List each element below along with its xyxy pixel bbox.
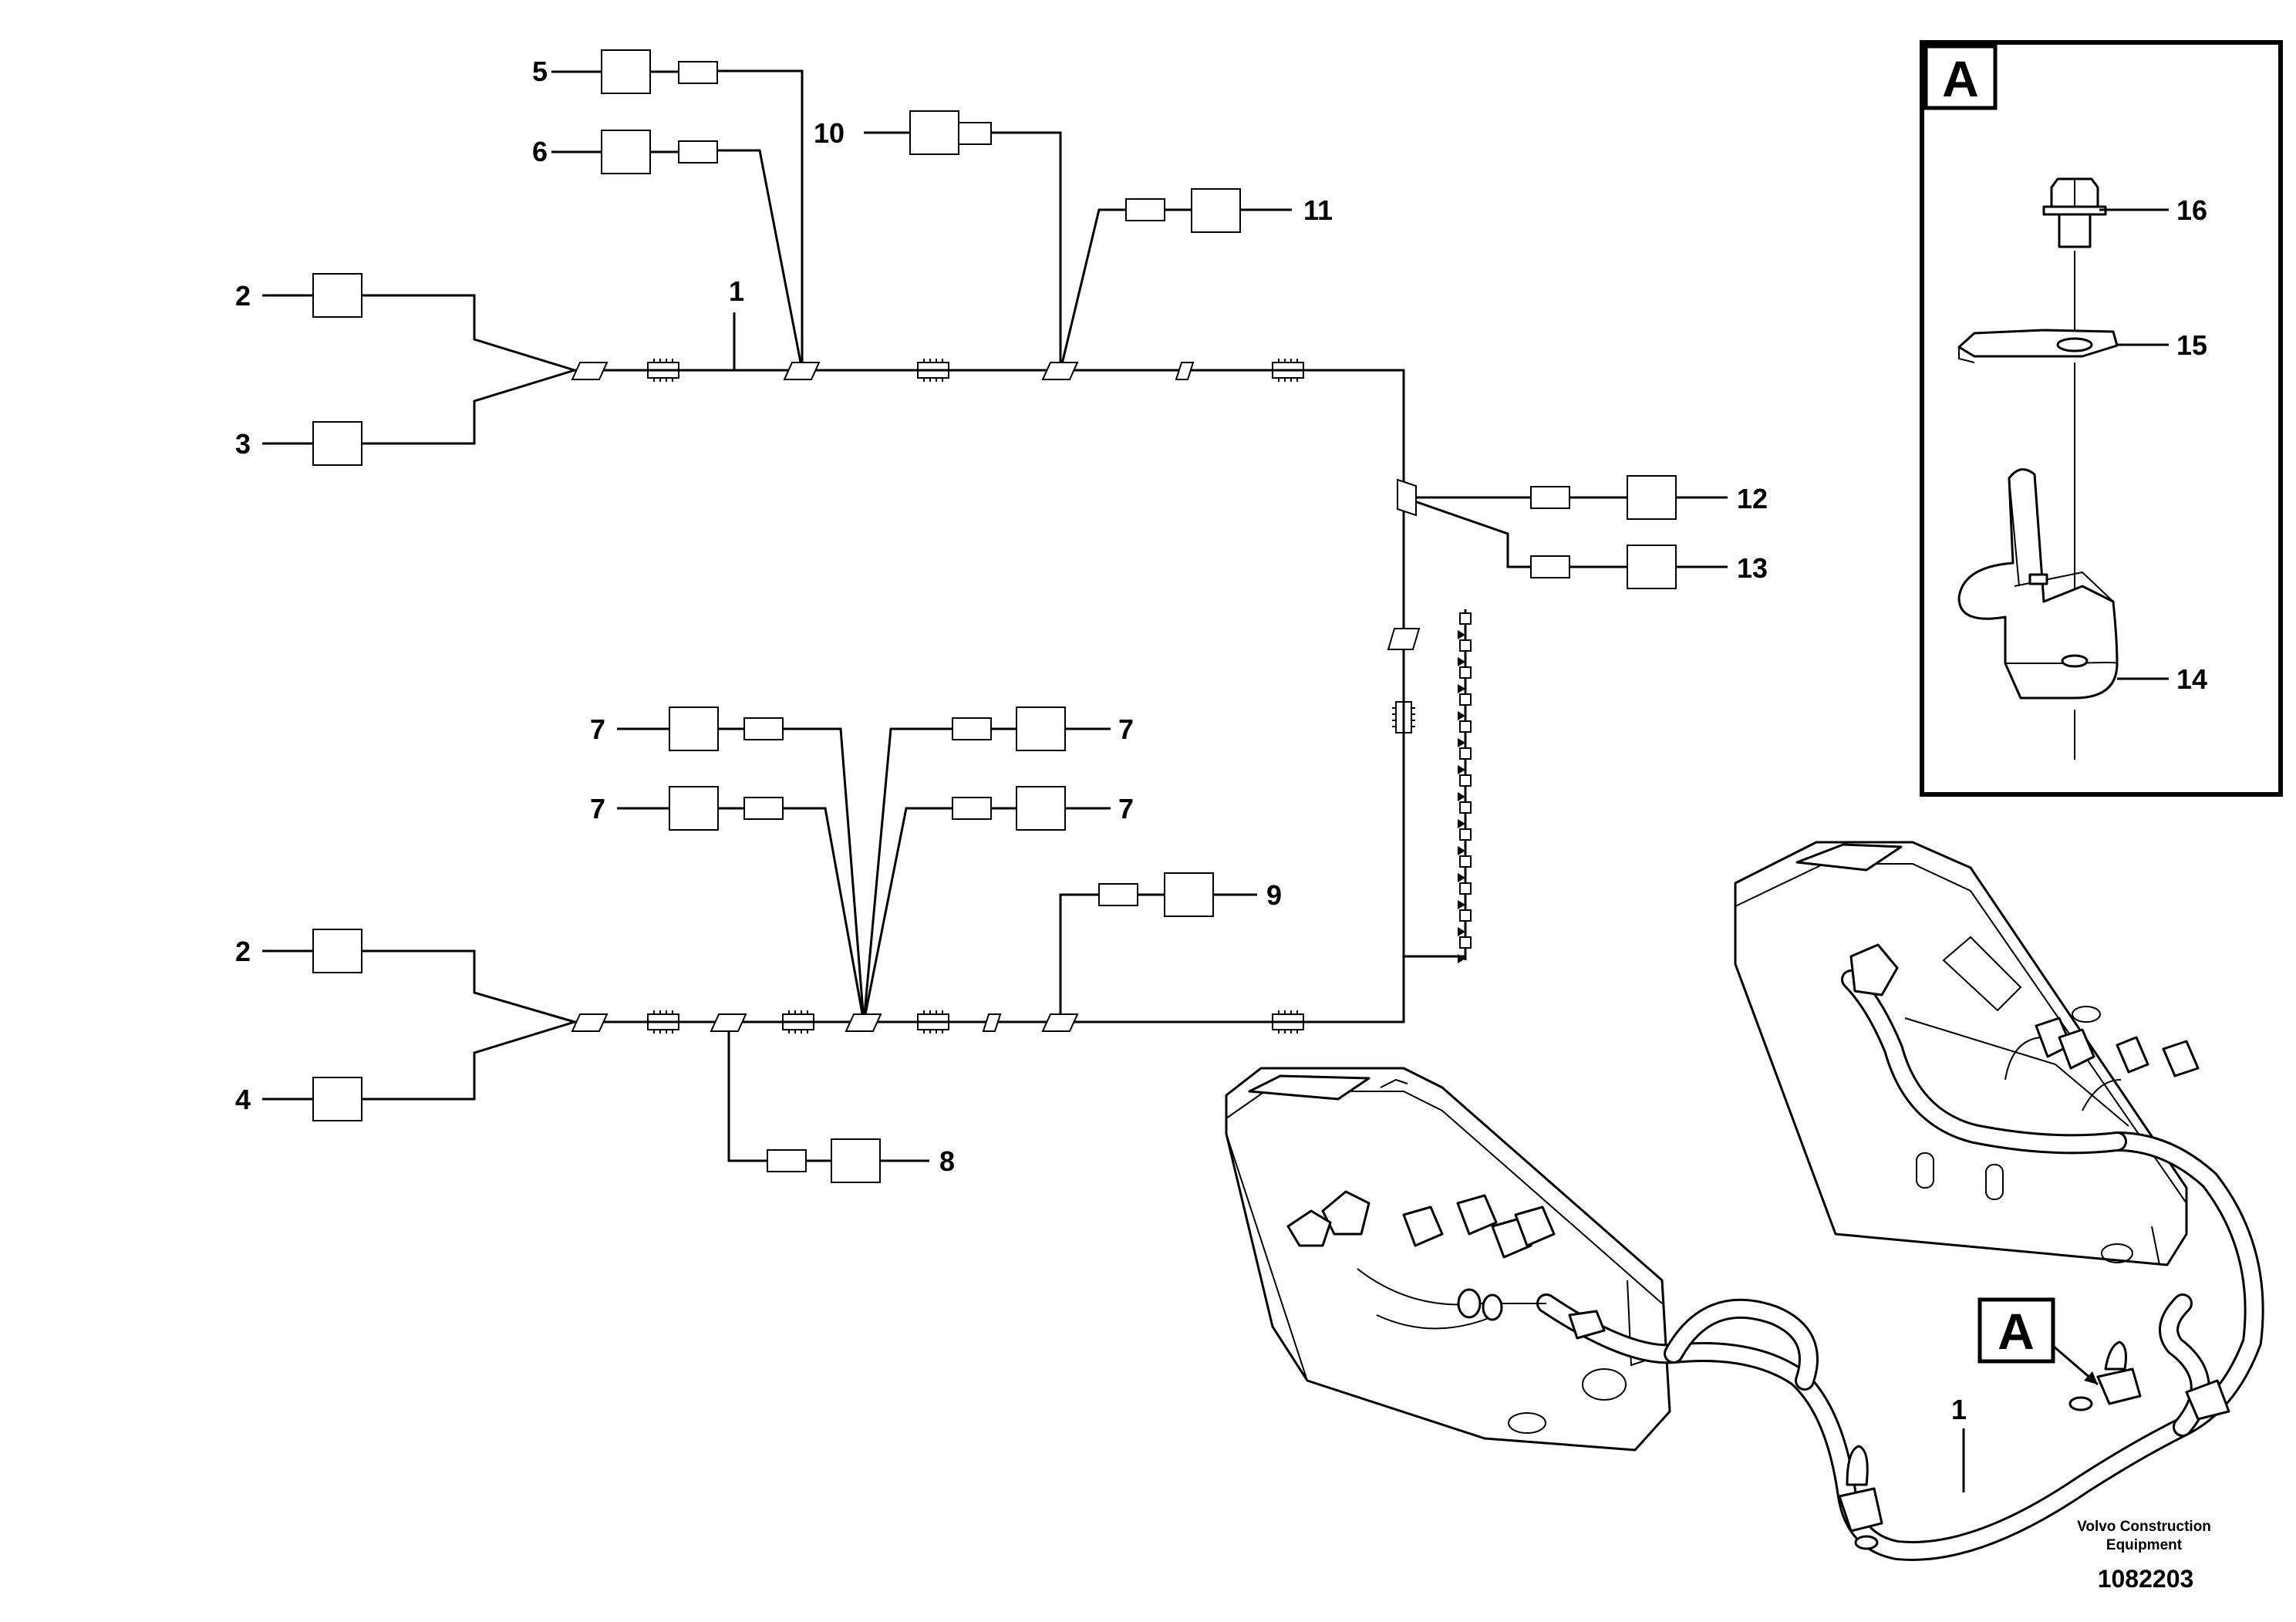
label-7-c: 7 — [1118, 713, 1134, 745]
schematic-top-branch — [262, 49, 1728, 1023]
label-7-d: 7 — [1118, 793, 1134, 824]
terminal-arrow — [1458, 738, 1465, 747]
terminal-strip — [1458, 609, 1472, 963]
label-8: 8 — [939, 1145, 955, 1177]
detail-a-panel: A 16 15 14 — [1920, 40, 2283, 797]
terminal-block — [1459, 693, 1472, 706]
label-15: 15 — [2176, 329, 2207, 361]
terminal-block — [1459, 612, 1472, 625]
bolt-16 — [2042, 177, 2169, 248]
terminal-block — [1459, 720, 1472, 733]
clip-15 — [1957, 329, 2169, 363]
label-5: 5 — [532, 56, 548, 87]
label-14: 14 — [2176, 663, 2207, 695]
terminal-arrow — [1458, 873, 1465, 882]
terminal-block — [1459, 747, 1472, 760]
document-number: 1082203 — [2098, 1565, 2194, 1593]
terminal-block — [1459, 882, 1472, 895]
label-2-bottom: 2 — [235, 936, 251, 967]
detail-a-tag: A — [1942, 50, 1979, 107]
terminal-arrow — [1458, 684, 1465, 693]
terminal-arrow — [1458, 657, 1465, 666]
connectors-left — [1286, 1190, 1606, 1340]
terminal-arrow — [1458, 954, 1465, 963]
console-left — [1225, 1067, 1671, 1452]
label-7-b: 7 — [590, 793, 605, 824]
label-12: 12 — [1737, 483, 1768, 514]
label-3: 3 — [235, 428, 251, 460]
installation-view: A 1 — [1225, 841, 2264, 1561]
label-1: 1 — [729, 275, 744, 307]
company-name-line1: Volvo Construction — [2077, 1519, 2211, 1535]
label-11: 11 — [1303, 194, 1333, 226]
label-13: 13 — [1737, 552, 1768, 584]
label-16: 16 — [2176, 194, 2207, 226]
terminal-arrow — [1458, 711, 1465, 720]
schematic-bottom-branch — [262, 609, 1472, 1183]
connectors-right — [1849, 943, 2200, 1077]
harness-brackets — [1838, 1340, 2230, 1550]
terminal-block — [1459, 666, 1472, 679]
console-right — [1734, 841, 2188, 1266]
terminal-block — [1459, 936, 1472, 949]
terminal-block — [1459, 639, 1472, 652]
terminal-arrow — [1458, 819, 1465, 828]
grommet-symbols-top — [647, 359, 1304, 382]
label-9: 9 — [1266, 879, 1282, 911]
bracket-14 — [1957, 468, 2169, 700]
terminal-arrow — [1458, 630, 1465, 639]
schematic-labels: 5 6 10 11 1 2 3 12 13 7 7 7 7 9 2 4 8 — [235, 56, 1768, 1177]
grommet-symbols-bottom — [647, 701, 1415, 1034]
company-name-line2: Equipment — [2106, 1537, 2183, 1553]
terminal-block — [1459, 801, 1472, 814]
label-7-a: 7 — [590, 713, 605, 745]
terminal-arrow — [1458, 765, 1465, 774]
label-10: 10 — [814, 117, 845, 149]
label-4: 4 — [235, 1084, 251, 1115]
label-2-top: 2 — [235, 280, 251, 312]
callout-a: A 1 — [1951, 1297, 2099, 1492]
callout-a-tag: A — [1998, 1303, 2035, 1360]
terminal-arrow — [1458, 792, 1465, 801]
terminal-block — [1459, 909, 1472, 922]
terminal-arrow — [1458, 927, 1465, 936]
terminal-block — [1459, 855, 1472, 868]
terminal-arrow — [1458, 900, 1465, 909]
terminal-block — [1459, 828, 1472, 841]
footer-credit: Volvo Construction Equipment 1082203 — [2077, 1519, 2211, 1593]
terminal-block — [1459, 774, 1472, 787]
terminal-arrow — [1458, 846, 1465, 855]
label-6: 6 — [532, 136, 548, 167]
label-1-installation: 1 — [1951, 1394, 1967, 1425]
